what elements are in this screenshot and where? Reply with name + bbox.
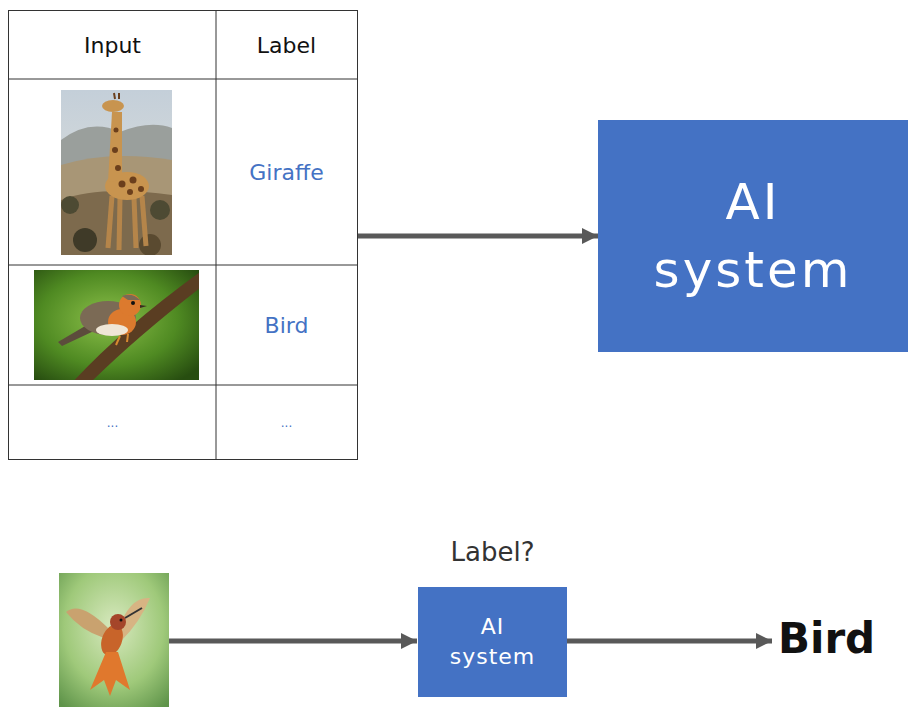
ai-system-box: AI system — [598, 120, 908, 352]
giraffe-photo-part — [102, 100, 124, 112]
table-grid — [8, 10, 358, 460]
giraffe-photo-part — [112, 147, 118, 153]
hummingbird-photo-part — [90, 652, 130, 696]
giraffe-photo-part — [127, 189, 133, 195]
output-label: Bird — [778, 614, 875, 663]
table-cell: ... — [216, 386, 357, 459]
robin-photo-part — [116, 336, 120, 345]
robin-photo-part — [122, 295, 140, 300]
giraffe-photo-part — [61, 191, 172, 255]
hummingbird-photo-part — [120, 619, 123, 622]
giraffe-photo-part — [119, 198, 120, 250]
box-heading: Label? — [451, 537, 535, 568]
giraffe-photo-part — [130, 177, 137, 184]
giraffe-photo-part — [114, 128, 119, 133]
giraffe-photo-part — [150, 200, 170, 220]
giraffe-photo-part — [108, 112, 122, 182]
robin-photo-part — [34, 270, 199, 380]
giraffe-photo-part — [108, 196, 112, 248]
box-label: AI system — [643, 168, 863, 304]
robin-photo-part — [140, 305, 147, 308]
table-grid-part — [8, 265, 358, 266]
table-grid-part — [216, 10, 217, 460]
box-label: AI system — [445, 612, 541, 672]
giraffe-photo-part — [139, 234, 161, 255]
giraffe-photo-part — [119, 181, 126, 188]
giraffe-photo-part — [73, 228, 97, 252]
robin-photo — [34, 270, 199, 380]
giraffe-photo-part — [61, 196, 79, 214]
robin-photo-part — [119, 294, 141, 316]
robin-photo-part — [127, 334, 128, 342]
hummingbird-photo-part — [110, 614, 126, 630]
table-cell: Giraffe — [216, 80, 357, 265]
robin-photo-part — [96, 324, 128, 336]
hummingbird-photo — [59, 573, 169, 707]
ai-system-box: Label?AI system — [418, 587, 567, 697]
giraffe-photo-part — [115, 165, 121, 171]
robin-photo-part — [131, 301, 135, 305]
giraffe-photo-part — [142, 196, 146, 246]
giraffe-photo — [61, 90, 172, 255]
hummingbird-photo-part — [125, 608, 142, 618]
input-arrow — [169, 639, 417, 644]
column-header: Label — [216, 11, 357, 79]
table-cell: Bird — [216, 266, 357, 385]
flow-arrow — [358, 234, 598, 239]
giraffe-photo-part — [114, 93, 115, 99]
giraffe-photo-part — [138, 186, 144, 192]
giraffe-photo-part — [118, 93, 120, 99]
table-grid-part — [8, 79, 358, 80]
output-arrow — [567, 639, 772, 644]
giraffe-photo-part — [134, 198, 136, 248]
column-header: Input — [9, 11, 216, 79]
table-grid-part — [8, 385, 358, 386]
data-table: InputLabelGiraffeBird...... — [8, 10, 358, 460]
table-cell: ... — [9, 386, 216, 459]
hummingbird-photo-part — [59, 573, 169, 707]
giraffe-photo-part — [61, 90, 172, 255]
hummingbird-photo-part — [66, 608, 108, 638]
robin-photo-part — [70, 272, 199, 380]
